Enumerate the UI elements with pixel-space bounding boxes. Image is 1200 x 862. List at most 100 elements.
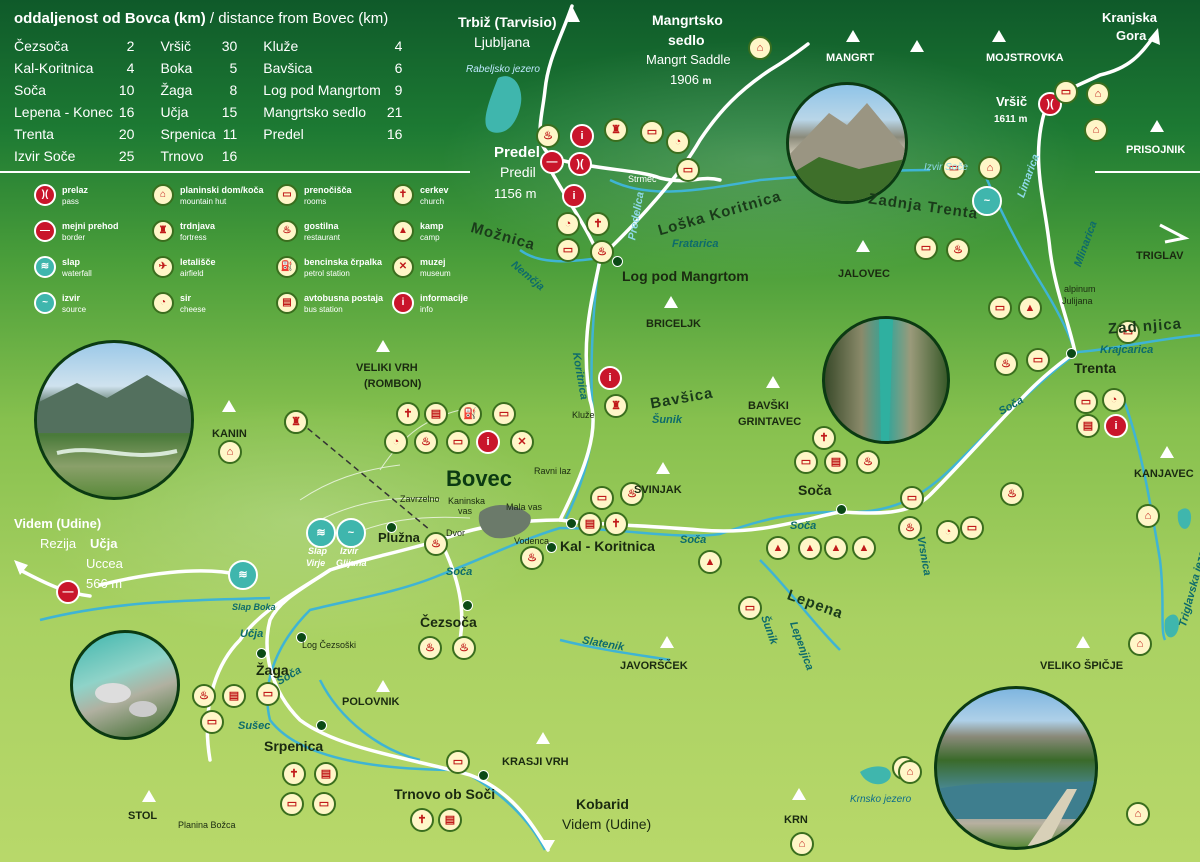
heading-sl: oddaljenost od Bovca (km) — [14, 10, 206, 27]
rooms-icon[interactable]: ▭ — [492, 402, 516, 426]
waterfall-icon[interactable]: ≋ — [228, 560, 258, 590]
rooms-icon[interactable]: ▭ — [446, 750, 470, 774]
mountain-hut-icon[interactable]: ⌂ — [978, 156, 1002, 180]
info-icon[interactable]: i — [562, 184, 586, 208]
camp-icon[interactable]: ▲ — [766, 536, 790, 560]
church-icon[interactable]: ✝ — [410, 808, 434, 832]
restaurant-icon[interactable]: ♨ — [536, 124, 560, 148]
bus-station-icon[interactable]: ▤ — [578, 512, 602, 536]
rooms-icon[interactable]: ▭ — [960, 516, 984, 540]
bus-station-icon[interactable]: ▤ — [1076, 414, 1100, 438]
museum-icon[interactable]: ✕ — [510, 430, 534, 454]
camp-icon[interactable]: ▲ — [824, 536, 848, 560]
border-icon[interactable]: — — [540, 150, 564, 174]
label-fratarica: Fratarica — [672, 238, 719, 250]
mountain-hut-icon[interactable]: ⌂ — [1128, 632, 1152, 656]
label-soca-river-2: Soča — [790, 520, 817, 532]
rooms-icon[interactable]: ▭ — [200, 710, 224, 734]
restaurant-icon[interactable]: ♨ — [520, 546, 544, 570]
restaurant-icon[interactable]: ♨ — [418, 636, 442, 660]
label-dvor: Dvor — [446, 528, 466, 538]
restaurant-icon[interactable]: ♨ — [452, 636, 476, 660]
rooms-icon[interactable]: ▭ — [280, 792, 304, 816]
restaurant-icon[interactable]: ♨ — [192, 684, 216, 708]
legend-label-en: bus station — [304, 305, 343, 314]
church-icon[interactable]: ✝ — [604, 512, 628, 536]
cheese-icon[interactable]: ◔ — [1102, 388, 1126, 412]
fortress-icon[interactable]: ♜ — [604, 118, 628, 142]
cheese-icon[interactable]: ◔ — [384, 430, 408, 454]
cheese-icon[interactable]: ◔ — [666, 130, 690, 154]
legend-label-sl: prenočišča — [304, 185, 352, 195]
mountain-hut-icon[interactable]: ⌂ — [1136, 504, 1160, 528]
rooms-icon[interactable]: ▭ — [900, 486, 924, 510]
bus-station-icon[interactable]: ▤ — [222, 684, 246, 708]
mountain-peak-icon — [656, 462, 670, 474]
mountain-hut-icon[interactable]: ⌂ — [790, 832, 814, 856]
cheese-icon[interactable]: ◔ — [556, 212, 580, 236]
pass-icon[interactable]: )( — [568, 152, 592, 176]
label-ucja-river: Učja — [240, 628, 264, 640]
rooms-icon[interactable]: ▭ — [312, 792, 336, 816]
restaurant-icon[interactable]: ♨ — [590, 240, 614, 264]
mountain-hut-icon[interactable]: ⌂ — [1084, 118, 1108, 142]
restaurant-icon[interactable]: ♨ — [424, 532, 448, 556]
rooms-icon[interactable]: ▭ — [738, 596, 762, 620]
info-icon[interactable]: i — [598, 366, 622, 390]
rooms-icon[interactable]: ▭ — [794, 450, 818, 474]
mountain-hut-icon[interactable]: ⌂ — [218, 440, 242, 464]
distance-km: 30 — [221, 38, 238, 54]
rooms-icon[interactable]: ▭ — [446, 430, 470, 454]
restaurant-icon[interactable]: ♨ — [1000, 482, 1024, 506]
restaurant-icon[interactable]: ♨ — [994, 352, 1018, 376]
restaurant-icon[interactable]: ♨ — [898, 516, 922, 540]
info-icon[interactable]: i — [570, 124, 594, 148]
rooms-icon[interactable]: ▭ — [676, 158, 700, 182]
source-icon[interactable]: ~ — [972, 186, 1002, 216]
rooms-icon[interactable]: ▭ — [556, 238, 580, 262]
rooms-icon[interactable]: ▭ — [256, 682, 280, 706]
bus-station-icon[interactable]: ▤ — [438, 808, 462, 832]
cheese-icon[interactable]: ◔ — [936, 520, 960, 544]
mountain-hut-icon[interactable]: ⌂ — [1086, 82, 1110, 106]
bus-station-icon[interactable]: ▤ — [824, 450, 848, 474]
restaurant-icon[interactable]: ♨ — [620, 482, 644, 506]
waterfall-icon[interactable]: ≋ — [306, 518, 336, 548]
info-icon[interactable]: i — [1104, 414, 1128, 438]
church-icon[interactable]: ✝ — [586, 212, 610, 236]
restaurant-icon[interactable]: ♨ — [946, 238, 970, 262]
mountain-hut-icon[interactable]: ⌂ — [1126, 802, 1150, 826]
mountain-hut-icon[interactable]: ⌂ — [748, 36, 772, 60]
camp-icon[interactable]: ▲ — [852, 536, 876, 560]
source-icon[interactable]: ~ — [336, 518, 366, 548]
rooms-icon[interactable]: ▭ — [914, 236, 938, 260]
church-icon[interactable]: ✝ — [812, 426, 836, 450]
camp-icon[interactable]: ▲ — [798, 536, 822, 560]
rooms-icon[interactable]: ▭ — [1054, 80, 1078, 104]
church-icon[interactable]: ✝ — [396, 402, 420, 426]
bus-station-icon[interactable]: ▤ — [424, 402, 448, 426]
camp-icon[interactable]: ▲ — [1018, 296, 1042, 320]
petrol-station-icon[interactable]: ⛽ — [458, 402, 482, 426]
info-icon[interactable]: i — [476, 430, 500, 454]
photo-mangrt — [786, 82, 908, 204]
rooms-icon[interactable]: ▭ — [1074, 390, 1098, 414]
rooms-icon[interactable]: ▭ — [942, 156, 966, 180]
church-icon[interactable]: ✝ — [282, 762, 306, 786]
rooms-icon[interactable]: ▭ — [1026, 348, 1050, 372]
rooms-icon[interactable]: ▭ — [590, 486, 614, 510]
camp-icon[interactable]: ▲ — [698, 550, 722, 574]
restaurant-icon[interactable]: ♨ — [414, 430, 438, 454]
rooms-icon[interactable]: ▭ — [640, 120, 664, 144]
border-icon[interactable]: — — [56, 580, 80, 604]
rooms-icon[interactable]: ▭ — [1116, 320, 1140, 344]
distance-km: 20 — [118, 126, 135, 142]
rooms-icon[interactable]: ▭ — [988, 296, 1012, 320]
mountain-hut-icon[interactable]: ⌂ — [898, 760, 922, 784]
bus-station-icon[interactable]: ▤ — [314, 762, 338, 786]
restaurant-icon[interactable]: ♨ — [856, 450, 880, 474]
fortress-icon[interactable]: ♜ — [604, 394, 628, 418]
